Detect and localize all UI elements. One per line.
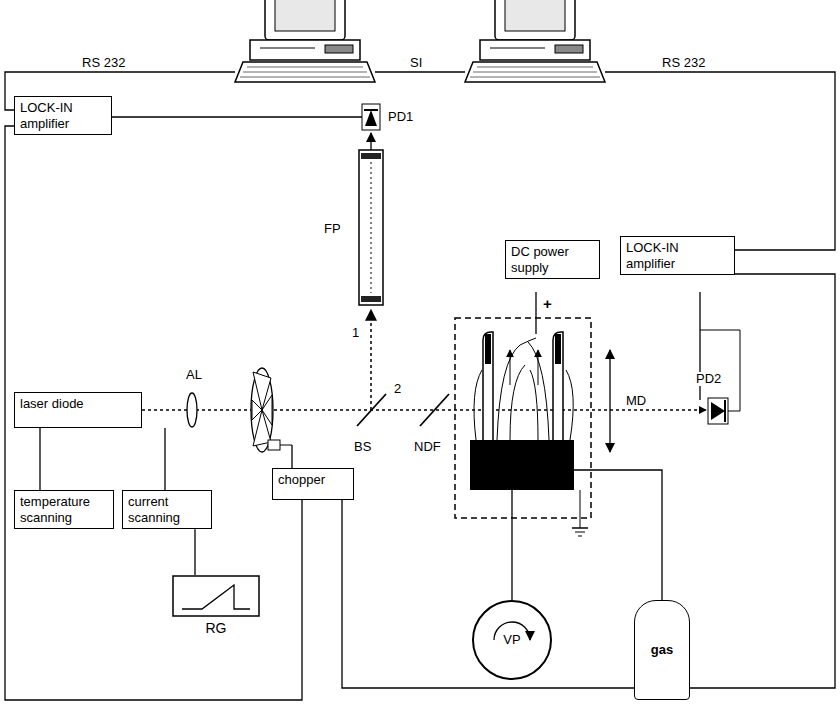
photodiode [708,398,728,424]
computer [465,0,605,82]
component-label: AL [184,368,204,382]
node-text: LOCK-IN amplifier [626,240,729,271]
chopper-wheel [251,368,292,468]
power-supply-box: DC power supply [505,240,600,279]
ramp-symbol [172,575,260,617]
wire-connector [5,126,302,700]
gas-cylinder: gas [634,600,690,700]
chopper-box: chopper [272,468,354,500]
bus-label: SI [408,56,424,70]
node-text: VP [503,632,520,648]
component-label: FP [322,222,343,236]
photodiode [362,104,380,130]
component-label: BS [352,440,373,454]
wire-connector [194,529,195,575]
node-text: current scanning [128,494,206,525]
component-label: MD [624,394,648,408]
node-text: RG [172,620,260,637]
node-text: laser diode [20,396,136,412]
computer [235,0,375,82]
lock-in-box: LOCK-IN amplifier [14,96,112,135]
wire-connector [39,428,40,490]
discharge-chamber [455,318,591,518]
vacuum-pump: VP [472,600,552,680]
polarity-sign: + [541,296,554,313]
component-label: PD2 [694,372,723,386]
wire-connector [164,428,165,490]
scan-box: temperature scanning [14,490,114,529]
node-text: chopper [278,472,348,488]
bus-label: RS 232 [660,56,707,70]
beam-number: 2 [392,382,403,396]
wire-connector [342,274,835,688]
bus-label: RS 232 [80,56,127,70]
node-text: DC power supply [511,244,594,275]
node-text: LOCK-IN amplifier [20,100,106,131]
node-text: gas [651,642,673,658]
scan-box: current scanning [122,490,212,529]
component-label: NDF [412,440,443,454]
laser-box: laser diode [14,392,142,428]
ramp-generator: RG [172,575,260,639]
beam-number: 1 [350,326,361,340]
lock-in-box: LOCK-IN amplifier [620,236,735,275]
node-text: temperature scanning [20,494,108,525]
component-label: PD1 [386,110,415,124]
